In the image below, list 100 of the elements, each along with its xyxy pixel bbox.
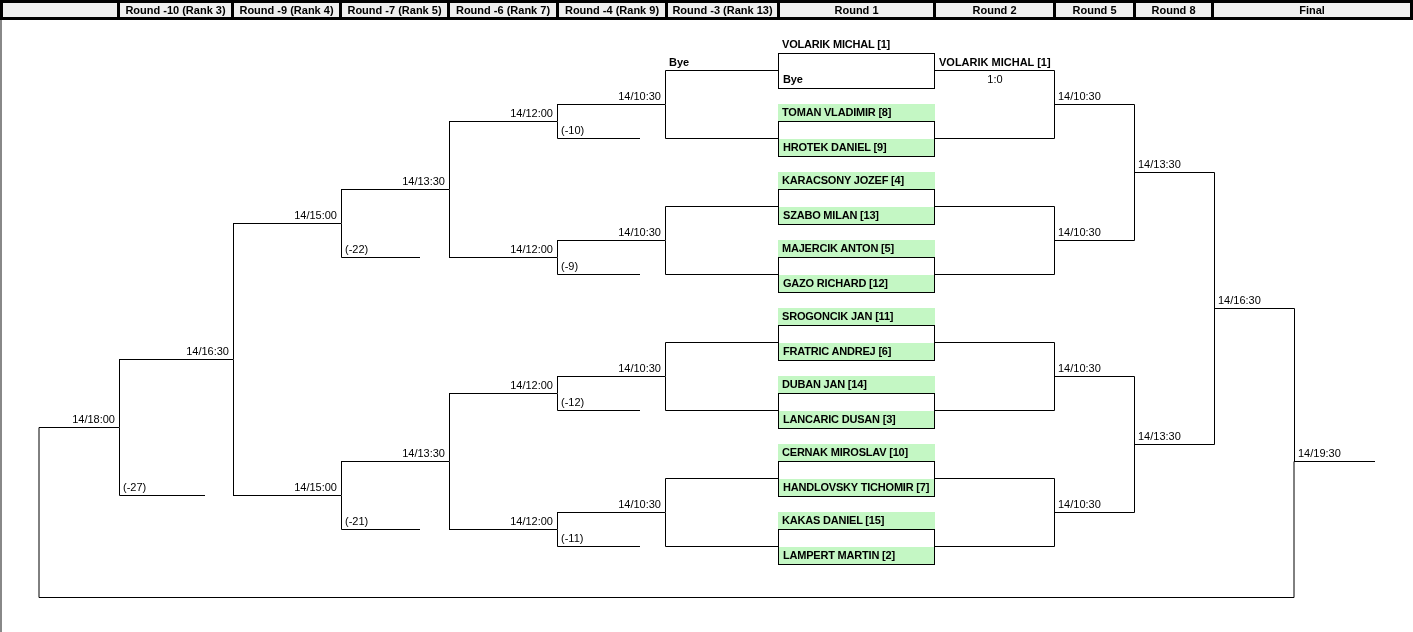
bracket-line xyxy=(448,393,450,462)
match-time: 14/15:00 xyxy=(233,208,341,224)
bracket-line xyxy=(557,529,641,547)
column-header: Round -9 (Rank 4) xyxy=(234,3,339,17)
match-box xyxy=(778,104,935,157)
bracket-line xyxy=(448,461,450,530)
bracket-line xyxy=(934,342,1055,377)
player-name: HROTEK DANIEL [9] xyxy=(779,139,934,156)
edge-label: (-9) xyxy=(561,260,579,273)
bracket-line xyxy=(1133,172,1135,241)
bracket-line xyxy=(448,189,450,258)
edge-label: VOLARIK MICHAL [1] xyxy=(939,56,1051,69)
match-box xyxy=(778,172,935,225)
bracket-line xyxy=(341,223,421,258)
bracket-line xyxy=(340,461,342,496)
match-time: 14/16:30 xyxy=(1214,293,1294,309)
edge-label: (-11) xyxy=(561,532,584,545)
bracket-line xyxy=(557,121,641,139)
edge-label: (-12) xyxy=(561,396,585,409)
column-header: Round -10 (Rank 3) xyxy=(120,3,231,17)
player-name: HANDLOVSKY TICHOMIR [7] xyxy=(779,479,934,496)
edge-label: (-10) xyxy=(561,124,585,137)
column-header: Round -4 (Rank 9) xyxy=(559,3,665,17)
player-name: MAJERCIK ANTON [5] xyxy=(778,240,935,257)
match-time: 14/10:30 xyxy=(557,89,665,105)
bracket-line xyxy=(556,376,558,394)
column-header: Round 5 xyxy=(1056,3,1133,17)
bracket-line xyxy=(934,376,1055,411)
player-name: LANCARIC DUSAN [3] xyxy=(779,411,934,428)
bracket-line xyxy=(1133,444,1135,513)
bracket-line xyxy=(1133,104,1135,173)
match-time: 14/12:00 xyxy=(449,106,557,122)
edge-label: (-21) xyxy=(345,515,369,528)
match-time: 14/10:30 xyxy=(1054,497,1134,513)
bracket-line xyxy=(934,478,1055,513)
bracket-line xyxy=(232,223,234,360)
match-time: 14/10:30 xyxy=(1054,89,1134,105)
match-box xyxy=(778,376,935,429)
bracket-line xyxy=(665,104,779,139)
column-header: Round -6 (Rank 7) xyxy=(450,3,556,17)
bracket-line xyxy=(665,206,779,241)
player-name: CERNAK MIROSLAV [10] xyxy=(778,444,935,461)
bracket-line xyxy=(556,512,558,530)
match-time: 14/19:30 xyxy=(1294,446,1375,462)
player-name: KAKAS DANIEL [15] xyxy=(778,512,935,529)
bracket-line xyxy=(1213,172,1215,309)
player-name: SROGONCIK JAN [11] xyxy=(778,308,935,325)
bracket-line xyxy=(934,512,1055,547)
match-time: 14/16:30 xyxy=(119,344,233,360)
match-time: 14/10:30 xyxy=(557,497,665,513)
bracket-line xyxy=(341,495,421,530)
bracket-line xyxy=(665,342,779,377)
match-box xyxy=(778,444,935,497)
column-header: Final xyxy=(1214,3,1410,17)
bracket-line xyxy=(118,359,120,428)
bracket-line xyxy=(665,512,779,547)
player-name: VOLARIK MICHAL [1] xyxy=(781,37,892,52)
bracket-line xyxy=(665,70,779,105)
column-header: Round -7 (Rank 5) xyxy=(342,3,447,17)
player-name: TOMAN VLADIMIR [8] xyxy=(778,104,935,121)
column-header: Round 2 xyxy=(936,3,1053,17)
bracket-line xyxy=(934,104,1055,139)
match-time: 14/12:00 xyxy=(449,242,557,258)
match-box xyxy=(778,512,935,565)
player-name: FRATRIC ANDREJ [6] xyxy=(779,343,934,360)
bracket-line xyxy=(934,240,1055,275)
bracket-line xyxy=(934,206,1055,241)
bracket-line xyxy=(1213,308,1215,445)
match-time: 14/13:30 xyxy=(1134,429,1214,445)
match-time: 14/15:00 xyxy=(233,480,341,496)
match-time: 14/12:00 xyxy=(449,378,557,394)
bracket-line xyxy=(1133,376,1135,445)
bracket-line xyxy=(557,393,641,411)
bracket-line xyxy=(119,427,206,496)
player-name: KARACSONY JOZEF [4] xyxy=(778,172,935,189)
column-header: Round -3 (Rank 13) xyxy=(668,3,777,17)
bracket-line xyxy=(556,240,558,258)
match-box xyxy=(778,240,935,293)
column-header: Round 8 xyxy=(1136,3,1211,17)
edge-label: (-22) xyxy=(345,243,369,256)
bracket-line xyxy=(1293,308,1295,462)
player-name: SZABO MILAN [13] xyxy=(779,207,934,224)
match-time: 14/13:30 xyxy=(341,174,449,190)
match-time: 14/10:30 xyxy=(557,361,665,377)
bracket-line xyxy=(665,376,779,411)
player-name: GAZO RICHARD [12] xyxy=(779,275,934,292)
match-time: 14/12:00 xyxy=(449,514,557,530)
player-name: LAMPERT MARTIN [2] xyxy=(779,547,934,564)
bracket-line xyxy=(557,257,641,275)
edge-label: Bye xyxy=(669,56,690,69)
bracket-line xyxy=(340,189,342,224)
match-box xyxy=(778,308,935,361)
column-header: Round 1 xyxy=(780,3,933,17)
match-time: 14/10:30 xyxy=(1054,225,1134,241)
match-time: 14/10:30 xyxy=(1054,361,1134,377)
match-time: 14/13:30 xyxy=(1134,157,1214,173)
match-time: 14/13:30 xyxy=(341,446,449,462)
player-name: Bye xyxy=(782,72,804,87)
match-time: 14/18:00 xyxy=(39,412,119,428)
bracket-line xyxy=(232,359,234,496)
